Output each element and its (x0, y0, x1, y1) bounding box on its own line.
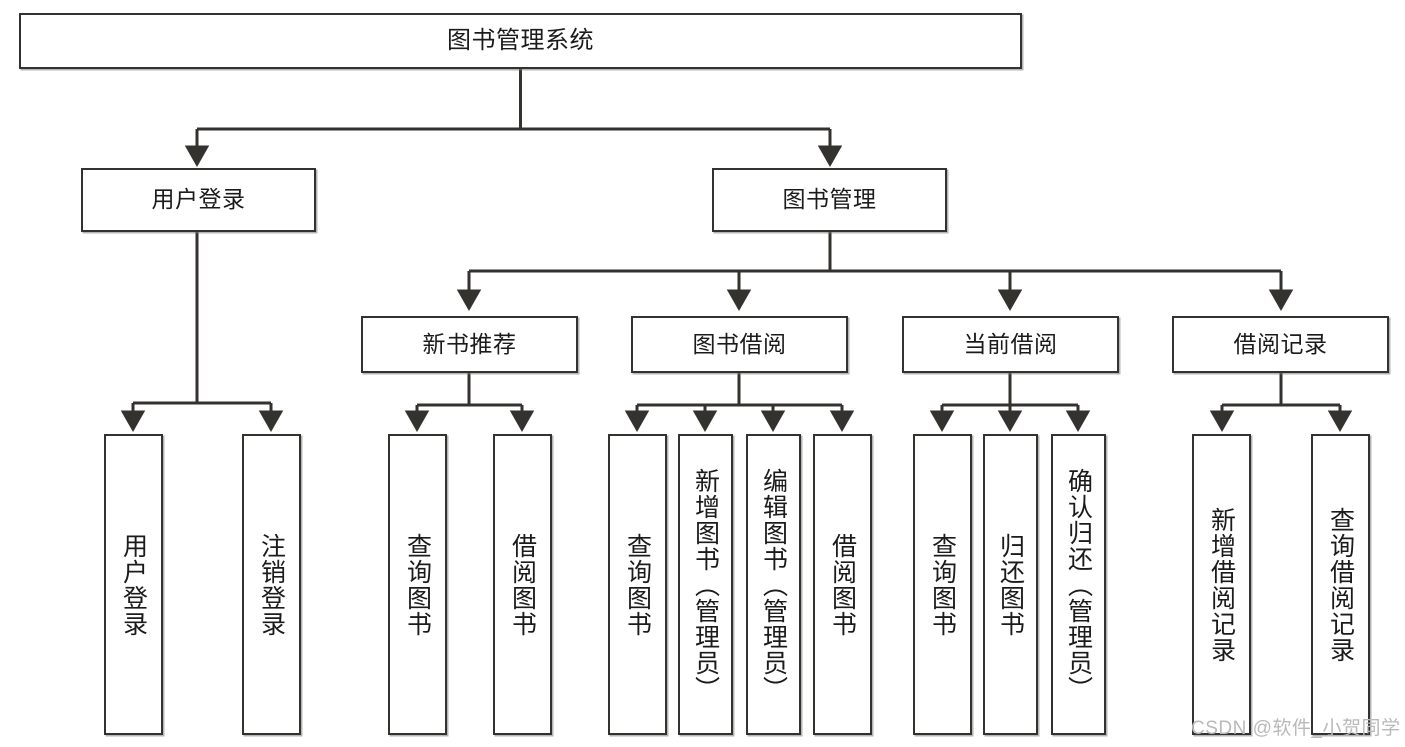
node-book-management[interactable]: 图书管理 (712, 168, 947, 232)
node-label: 注销登录 (257, 532, 286, 637)
node-label: 新增借阅记录 (1207, 506, 1236, 663)
node-label: 借阅记录 (1233, 330, 1328, 357)
leaf-current-return-book[interactable]: 归还图书 (983, 434, 1038, 735)
leaf-record-add-record[interactable]: 新增借阅记录 (1192, 434, 1251, 735)
leaf-current-confirm-return-admin[interactable]: 确认归还（管理员） (1051, 434, 1106, 735)
leaf-current-query-book[interactable]: 查询图书 (913, 434, 972, 735)
csdn-watermark: CSDN @软件_小贺同学 (1191, 718, 1401, 739)
leaf-recommend-borrow-book[interactable]: 借阅图书 (493, 434, 552, 735)
node-label: 确认归还（管理员） (1064, 467, 1093, 702)
node-label: 图书借阅 (692, 330, 787, 357)
node-label: 查询图书 (928, 532, 957, 637)
node-label: 新增图书（管理员） (691, 467, 720, 702)
node-label: 用户登录 (119, 532, 148, 637)
leaf-user-login-login[interactable]: 用户登录 (104, 434, 163, 735)
leaf-recommend-query-book[interactable]: 查询图书 (388, 434, 447, 735)
leaf-borrow-query-book[interactable]: 查询图书 (608, 434, 667, 735)
node-label: 查询借阅记录 (1326, 506, 1355, 663)
node-label: 借阅图书 (508, 532, 537, 637)
node-user-login[interactable]: 用户登录 (81, 168, 316, 232)
leaf-record-query-record[interactable]: 查询借阅记录 (1311, 434, 1370, 735)
node-label: 借阅图书 (828, 532, 857, 637)
node-label: 归还图书 (996, 532, 1025, 637)
node-label: 当前借阅 (963, 330, 1058, 357)
node-new-book-recommend[interactable]: 新书推荐 (361, 316, 578, 373)
node-borrow-record[interactable]: 借阅记录 (1172, 316, 1389, 373)
node-root-system[interactable]: 图书管理系统 (19, 13, 1022, 69)
leaf-borrow-edit-book-admin[interactable]: 编辑图书（管理员） (746, 434, 801, 735)
node-label: 用户登录 (151, 186, 246, 213)
node-label: 查询图书 (623, 532, 652, 637)
node-label: 新书推荐 (422, 330, 517, 357)
leaf-borrow-borrow-book[interactable]: 借阅图书 (813, 434, 872, 735)
node-label: 编辑图书（管理员） (759, 467, 788, 702)
node-label: 图书管理系统 (447, 26, 594, 54)
leaf-borrow-add-book-admin[interactable]: 新增图书（管理员） (678, 434, 733, 735)
node-label: 图书管理 (782, 186, 877, 213)
leaf-user-login-logout[interactable]: 注销登录 (242, 434, 301, 735)
node-label: 查询图书 (403, 532, 432, 637)
node-book-borrow[interactable]: 图书借阅 (631, 316, 848, 373)
node-current-borrow[interactable]: 当前借阅 (902, 316, 1119, 373)
